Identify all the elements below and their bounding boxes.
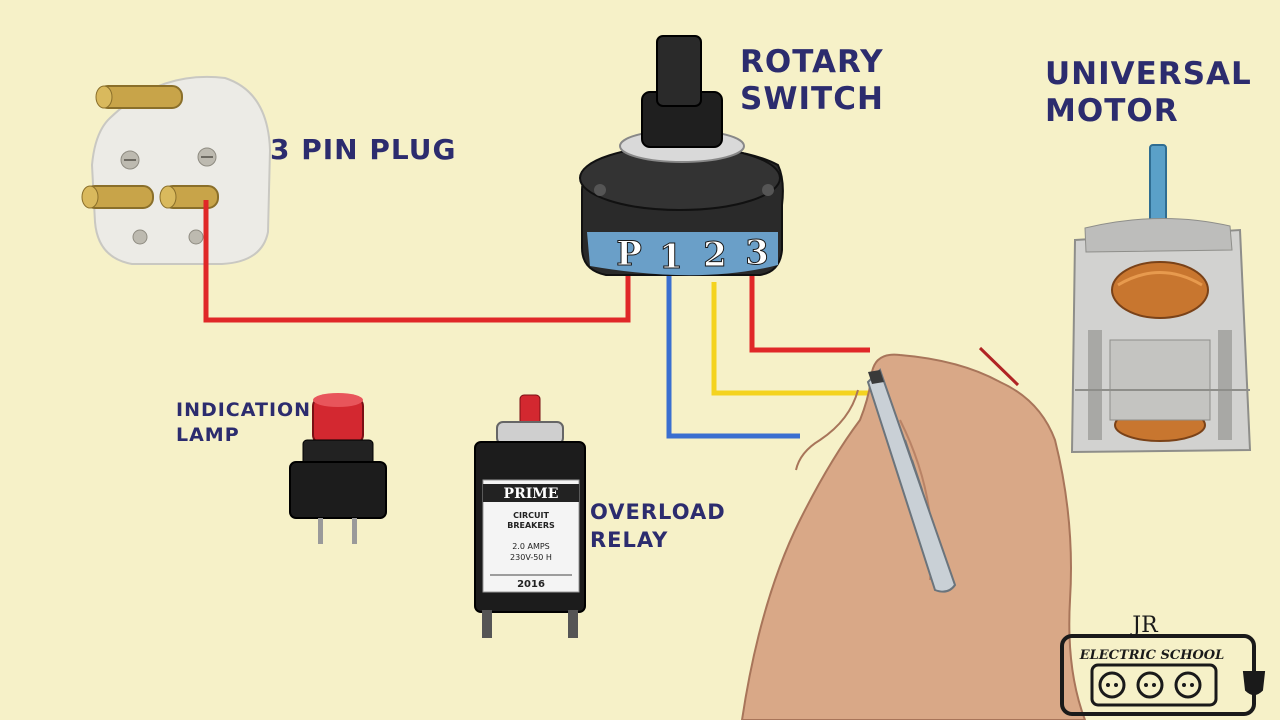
terminal-p-label: P (616, 234, 642, 274)
universal-motor (1070, 144, 1252, 454)
indication-lamp-label: INDICATION LAMP (176, 399, 312, 446)
relay-line4-text: 230V-50 H (510, 553, 552, 562)
overload-relay: PRIME CIRCUIT BREAKERS 2.0 AMPS 230V-50 … (474, 394, 586, 638)
wire-blue-terminal-1 (666, 270, 800, 439)
terminal-1-label: 1 (659, 237, 683, 277)
relay-line3-text: 2.0 AMPS (512, 542, 550, 551)
three-pin-plug (81, 75, 272, 265)
terminal-2-label: 2 (703, 235, 727, 275)
wire-motor-lead (978, 346, 1020, 387)
terminal-3-label: 3 (745, 233, 769, 273)
indication-lamp (289, 393, 387, 544)
wire-red-plug-to-switch (203, 200, 631, 323)
plug-label: 3 PIN PLUG (270, 133, 457, 166)
logo-monogram-text: JR (1130, 613, 1159, 638)
drawing-hand-illustration (740, 353, 1087, 720)
logo-text: ELECTRIC SCHOOL (1079, 648, 1225, 663)
relay-line1-text: CIRCUIT (513, 511, 549, 520)
rotary-switch-label: ROTARY SWITCH (740, 44, 884, 117)
wire-red-terminal-3 (749, 272, 870, 353)
universal-motor-label: UNIVERSAL MOTOR (1045, 56, 1252, 129)
wire-yellow-terminal-2 (711, 282, 870, 396)
relay-line2-text: BREAKERS (507, 521, 555, 530)
relay-year-text: 2016 (517, 579, 545, 590)
overload-relay-label: OVERLOAD RELAY (590, 500, 726, 552)
rotary-switch (579, 35, 784, 276)
electric-school-logo: JR ELECTRIC SCHOOL (1060, 613, 1266, 716)
relay-brand-text: PRIME (504, 486, 559, 502)
